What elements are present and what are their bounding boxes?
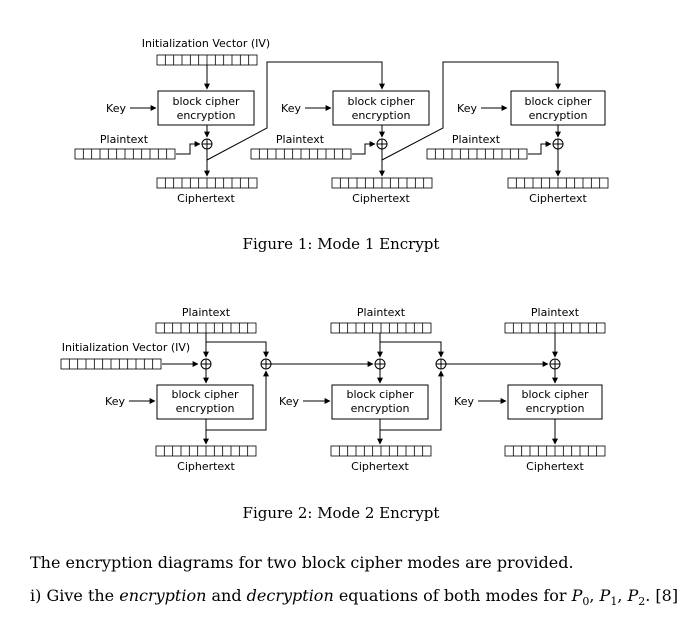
question-mid: equations of both modes for xyxy=(333,586,572,605)
key-label: Key xyxy=(454,395,474,408)
block-cipher-label-line2: encryption xyxy=(176,402,235,415)
feedback-line-1 xyxy=(381,61,561,161)
register-cell-dividers xyxy=(512,446,598,456)
register-cell-dividers xyxy=(82,149,168,159)
ciphertext-branch-arrow xyxy=(206,370,269,431)
register-cell-dividers xyxy=(163,323,249,333)
register-cell-dividers xyxy=(338,446,424,456)
block-cipher-box xyxy=(332,90,430,126)
block-cipher-label: block cipher xyxy=(346,388,414,401)
figure-2-mode-2-encrypt: Initialization Vector (IV) Plaintext Key… xyxy=(60,306,606,473)
key-label: Key xyxy=(281,102,301,115)
block-cipher-label: block cipher xyxy=(524,95,592,108)
xor-icon xyxy=(435,358,447,370)
block-cipher-label: block cipher xyxy=(347,95,415,108)
plaintext-branch-arrow xyxy=(380,341,444,358)
mode1-block-0: Key block cipher encryption Plaintext Ci… xyxy=(74,90,258,205)
ciphertext-label: Ciphertext xyxy=(177,460,235,473)
block-cipher-label: block cipher xyxy=(521,388,589,401)
figure-2-caption: Figure 2: Mode 2 Encrypt xyxy=(243,504,440,522)
xor-icon xyxy=(200,358,212,370)
plaintext-branch-arrow xyxy=(206,341,269,358)
p0-sub: 0 xyxy=(582,595,590,609)
encryption-word: encryption xyxy=(119,586,207,605)
register-cell-dividers xyxy=(515,178,601,188)
mode2-block-2: Plaintext Key block cipher encryption Ci… xyxy=(454,306,606,473)
plaintext-label: Plaintext xyxy=(100,133,149,146)
ciphertext-label: Ciphertext xyxy=(177,192,235,205)
figure-1-mode-1-encrypt: Initialization Vector (IV) Key block cip… xyxy=(74,37,609,205)
decryption-word: decryption xyxy=(246,586,334,605)
plaintext-to-xor-arrow xyxy=(528,141,552,155)
register-cell-dividers xyxy=(164,55,250,65)
register-cell-dividers xyxy=(512,323,598,333)
key-label: Key xyxy=(106,102,126,115)
iv-label: Initialization Vector (IV) xyxy=(62,341,190,354)
block-cipher-label-line2: encryption xyxy=(529,109,588,122)
key-label: Key xyxy=(279,395,299,408)
key-label: Key xyxy=(105,395,125,408)
xor-icon xyxy=(260,358,272,370)
ciphertext-label: Ciphertext xyxy=(351,460,409,473)
p1-sub: 1 xyxy=(610,595,618,609)
register-cell-dividers xyxy=(339,178,425,188)
p2-sub: 2 xyxy=(638,595,646,609)
block-cipher-label-line2: encryption xyxy=(526,402,585,415)
register-cell-dividers xyxy=(338,323,424,333)
question-part-i: i) Give the encryption and decryption eq… xyxy=(30,586,679,609)
plaintext-label: Plaintext xyxy=(357,306,406,319)
plaintext-to-xor-arrow xyxy=(176,141,201,155)
plaintext-label: Plaintext xyxy=(531,306,580,319)
block-cipher-box xyxy=(157,90,255,126)
iv-label: Initialization Vector (IV) xyxy=(142,37,270,50)
register-cell-dividers xyxy=(68,359,154,369)
ciphertext-branch-arrow xyxy=(380,370,444,431)
register-cell-dividers xyxy=(164,178,250,188)
mode1-block-1: Key block cipher encryption Plaintext Ci… xyxy=(250,90,433,205)
plaintext-label: Plaintext xyxy=(452,133,501,146)
mode1-block-2: Key block cipher encryption Plaintext Ci… xyxy=(426,90,609,205)
block-cipher-label: block cipher xyxy=(172,95,240,108)
xor-icon xyxy=(552,138,564,150)
p2: P xyxy=(627,586,639,605)
xor-icon xyxy=(549,358,561,370)
register-cell-dividers xyxy=(434,149,520,159)
block-cipher-label-line2: encryption xyxy=(351,402,410,415)
figure-1-caption: Figure 1: Mode 1 Encrypt xyxy=(243,235,440,253)
plaintext-label: Plaintext xyxy=(182,306,231,319)
ciphertext-label: Ciphertext xyxy=(529,192,587,205)
feedback-line-0 xyxy=(206,61,385,161)
question-intro: The encryption diagrams for two block ci… xyxy=(30,553,574,572)
xor-icon xyxy=(376,138,388,150)
p0: P xyxy=(571,586,583,605)
block-cipher-label-line2: encryption xyxy=(177,109,236,122)
question-and: and xyxy=(206,586,247,605)
mode2-block-1: Plaintext Key block cipher encryption Ci… xyxy=(279,306,444,473)
xor-icon xyxy=(374,358,386,370)
plaintext-to-xor-arrow xyxy=(352,141,376,155)
block-cipher-label: block cipher xyxy=(171,388,239,401)
block-cipher-label-line2: encryption xyxy=(352,109,411,122)
mode2-block-0: Plaintext Key block cipher encryption Ci… xyxy=(105,306,269,473)
ciphertext-label: Ciphertext xyxy=(526,460,584,473)
question-prefix: i) Give the xyxy=(30,586,120,605)
key-label: Key xyxy=(457,102,477,115)
xor-icon xyxy=(201,138,213,150)
question-marks: . [8] xyxy=(645,586,679,605)
block-cipher-box xyxy=(156,384,254,420)
p1: P xyxy=(599,586,611,605)
plaintext-label: Plaintext xyxy=(276,133,325,146)
ciphertext-label: Ciphertext xyxy=(352,192,410,205)
register-cell-dividers xyxy=(258,149,344,159)
register-cell-dividers xyxy=(163,446,249,456)
